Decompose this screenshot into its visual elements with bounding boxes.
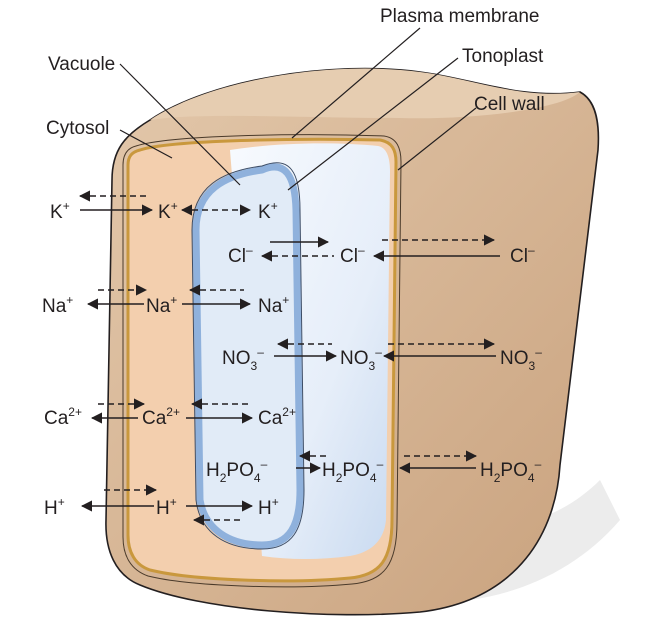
cytosol-label: Cytosol — [46, 118, 109, 139]
ion-h-vacuole: H+ — [258, 495, 279, 519]
ion-ca-cytosol: Ca2+ — [142, 405, 180, 429]
ion-ca-vacuole: Ca2+ — [258, 405, 296, 429]
vacuole-label: Vacuole — [48, 54, 115, 75]
ion-h2po4-vacuole: H2PO4– — [206, 457, 268, 485]
cell-wall-label: Cell wall — [474, 94, 545, 115]
ion-h-outside: H+ — [44, 495, 65, 519]
ion-na-outside: Na+ — [42, 293, 73, 317]
ion-k-vacuole: K+ — [258, 199, 278, 223]
ion-cl-vacuole: Cl– — [228, 243, 253, 267]
cell-wall-leader — [397, 107, 477, 171]
ion-h-cytosol: H+ — [156, 495, 177, 519]
ion-cl-cytosol: Cl– — [340, 243, 365, 267]
tonoplast-leader — [287, 57, 459, 191]
ion-k-cytosol: K+ — [158, 199, 178, 223]
ion-na-vacuole: Na+ — [258, 293, 289, 317]
ion-h2po4-cytosol: H2PO4– — [322, 457, 384, 485]
ion-ca-outside: Ca2+ — [44, 405, 82, 429]
ion-h2po4-outside: H2PO4– — [480, 457, 542, 485]
tonoplast-outline — [191, 162, 305, 550]
vacuole-leader — [119, 63, 241, 186]
ion-cl-outside: Cl– — [510, 243, 535, 267]
plasma-membrane-label: Plasma membrane — [380, 6, 539, 27]
ion-no3-vacuole: NO3– — [222, 345, 264, 373]
ion-no3-outside: NO3– — [500, 345, 542, 373]
ion-k-outside: K+ — [50, 199, 70, 223]
plasma-membrane-leader — [291, 27, 421, 139]
ion-na-cytosol: Na+ — [146, 293, 177, 317]
cell-wall-top — [150, 68, 580, 120]
tonoplast — [192, 163, 304, 549]
ion-no3-cytosol: NO3– — [340, 345, 382, 373]
tonoplast-label: Tonoplast — [462, 46, 544, 67]
plasma-membrane — [122, 134, 402, 588]
cytosol-leader — [119, 129, 173, 159]
